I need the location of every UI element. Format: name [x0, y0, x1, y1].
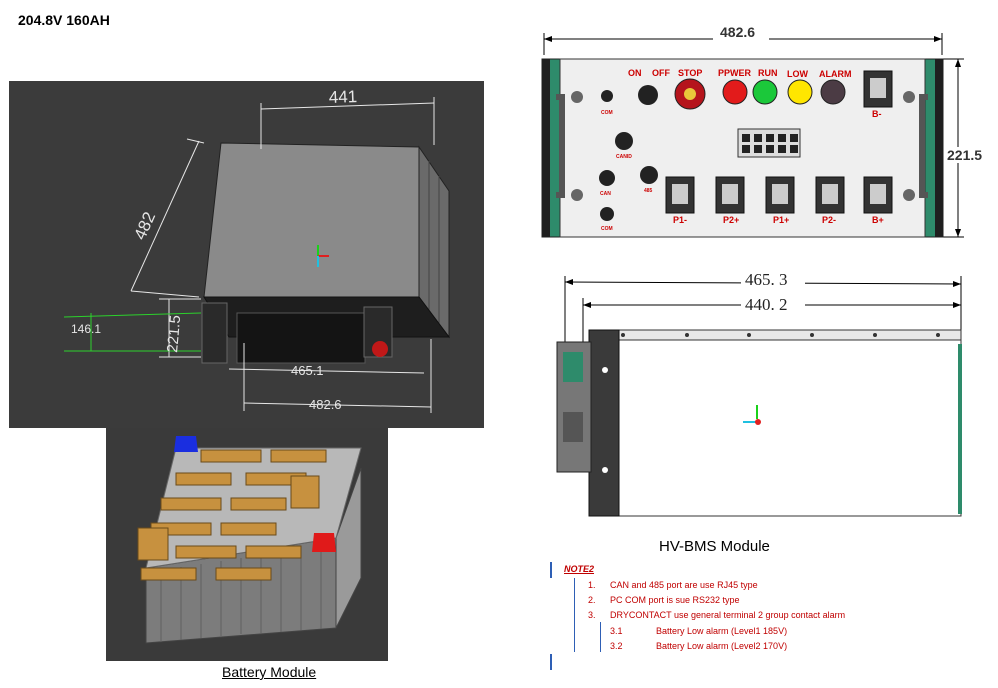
label-com-top: COM	[601, 110, 613, 116]
note-item-text: CAN and 485 port are use RJ45 type	[610, 580, 758, 590]
note-indent-bar	[600, 622, 601, 652]
bms-front-panel-drawing: 482.6 221.5	[530, 15, 998, 250]
dim-465: 465.1	[291, 363, 324, 378]
note-subitem-text: Battery Low alarm (Level1 185V)	[656, 626, 788, 636]
dim-221: 221.5	[164, 314, 184, 353]
document-title: 204.8V 160AH	[18, 12, 110, 28]
label-485: 485	[644, 188, 653, 194]
label-com-bottom: COM	[601, 226, 613, 232]
note-subitem: 3.1 Battery Low alarm (Level1 185V)	[610, 626, 787, 636]
label-p2minus: P2-	[822, 215, 836, 225]
bms-side-view-drawing: 465. 3 440. 2	[553, 262, 998, 530]
label-power: PPWER	[718, 68, 752, 78]
side-dim-465: 465. 3	[745, 270, 788, 289]
notes-block: NOTE2 1. CAN and 485 port are use RJ45 t…	[548, 560, 988, 680]
note-item: 3. DRYCONTACT use general terminal 2 gro…	[588, 610, 845, 620]
battery-module-caption: Battery Module	[222, 664, 317, 680]
label-canid: CANID	[616, 154, 632, 160]
label-bplus: B+	[872, 215, 884, 225]
note-subitem-num: 3.1	[610, 626, 623, 636]
note-item: 1. CAN and 485 port are use RJ45 type	[588, 580, 758, 590]
note-subitem-text: Battery Low alarm (Level2 170V)	[656, 641, 788, 651]
dim-146: 146.1	[71, 322, 101, 336]
note-margin-bar	[550, 562, 552, 578]
label-p1minus: P1-	[673, 215, 687, 225]
note-item: 2. PC COM port is sue RS232 type	[588, 595, 740, 605]
label-on: ON	[628, 68, 642, 78]
label-low: LOW	[787, 69, 808, 79]
note-item-num: 3.	[588, 610, 596, 620]
note-item-num: 2.	[588, 595, 596, 605]
side-dim-440: 440. 2	[745, 295, 788, 314]
label-stop: STOP	[678, 68, 702, 78]
dim-441: 441	[328, 87, 357, 107]
label-p1plus: P1+	[773, 215, 789, 225]
label-run: RUN	[758, 68, 778, 78]
battery-cells-render	[106, 428, 388, 661]
note-margin-bar	[550, 654, 552, 670]
label-bminus: B-	[872, 109, 882, 119]
battery-iso-render: 441 482 146.1 221.5 465.1 482.6	[9, 81, 484, 428]
dim-4826: 482.6	[309, 397, 342, 412]
label-alarm: ALARM	[819, 69, 852, 79]
panel-width-dim: 482.6	[720, 24, 755, 40]
label-p2plus: P2+	[723, 215, 739, 225]
note-indent-bar	[574, 578, 575, 652]
panel-height-dim: 221.5	[947, 147, 982, 163]
note-item-num: 1.	[588, 580, 596, 590]
note-item-text: DRYCONTACT use general terminal 2 group …	[610, 610, 846, 620]
note-subitem-num: 3.2	[610, 641, 623, 651]
label-can: CAN	[600, 191, 611, 197]
hv-bms-caption: HV-BMS Module	[659, 538, 770, 555]
note-item-text: PC COM port is sue RS232 type	[610, 595, 740, 605]
note-subitem: 3.2 Battery Low alarm (Level2 170V)	[610, 641, 787, 651]
note-heading: NOTE2	[564, 564, 595, 574]
label-off: OFF	[652, 68, 670, 78]
